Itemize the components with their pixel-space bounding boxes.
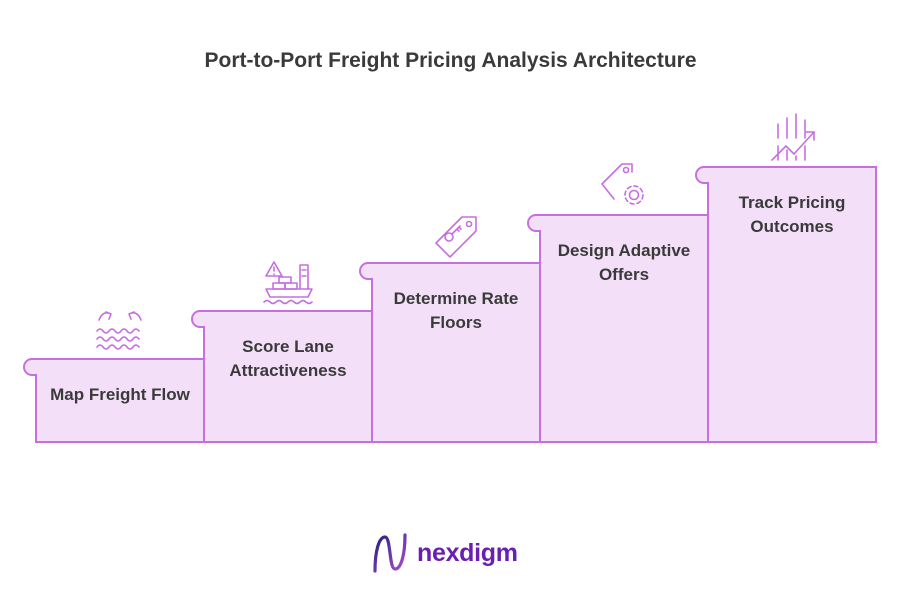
step-5-block bbox=[695, 166, 877, 443]
tag-gear-icon bbox=[601, 163, 644, 205]
page-title: Port-to-Port Freight Pricing Analysis Ar… bbox=[204, 49, 697, 72]
step-5-label: Track Pricing Outcomes bbox=[738, 193, 846, 236]
wave-arrows-icon bbox=[96, 311, 142, 350]
step-1-block bbox=[23, 358, 205, 443]
step-1-label: Map Freight Flow bbox=[50, 385, 190, 404]
brand-name: nexdigm bbox=[417, 538, 518, 567]
step-3-block bbox=[359, 262, 541, 443]
step-4-label: Design Adaptive Offers bbox=[557, 241, 691, 284]
nexdigm-logo-icon bbox=[373, 533, 407, 573]
trend-chart-icon bbox=[771, 113, 815, 161]
cargo-ship-warning-icon bbox=[263, 261, 313, 305]
step-2-block bbox=[191, 310, 373, 443]
step-3-label: Determine Rate Floors bbox=[393, 289, 519, 332]
step-4-block bbox=[527, 214, 709, 443]
price-tag-key-icon bbox=[435, 216, 477, 258]
step-2-label: Score Lane Attractiveness bbox=[229, 337, 347, 380]
brand-logo: nexdigm bbox=[371, 531, 518, 575]
